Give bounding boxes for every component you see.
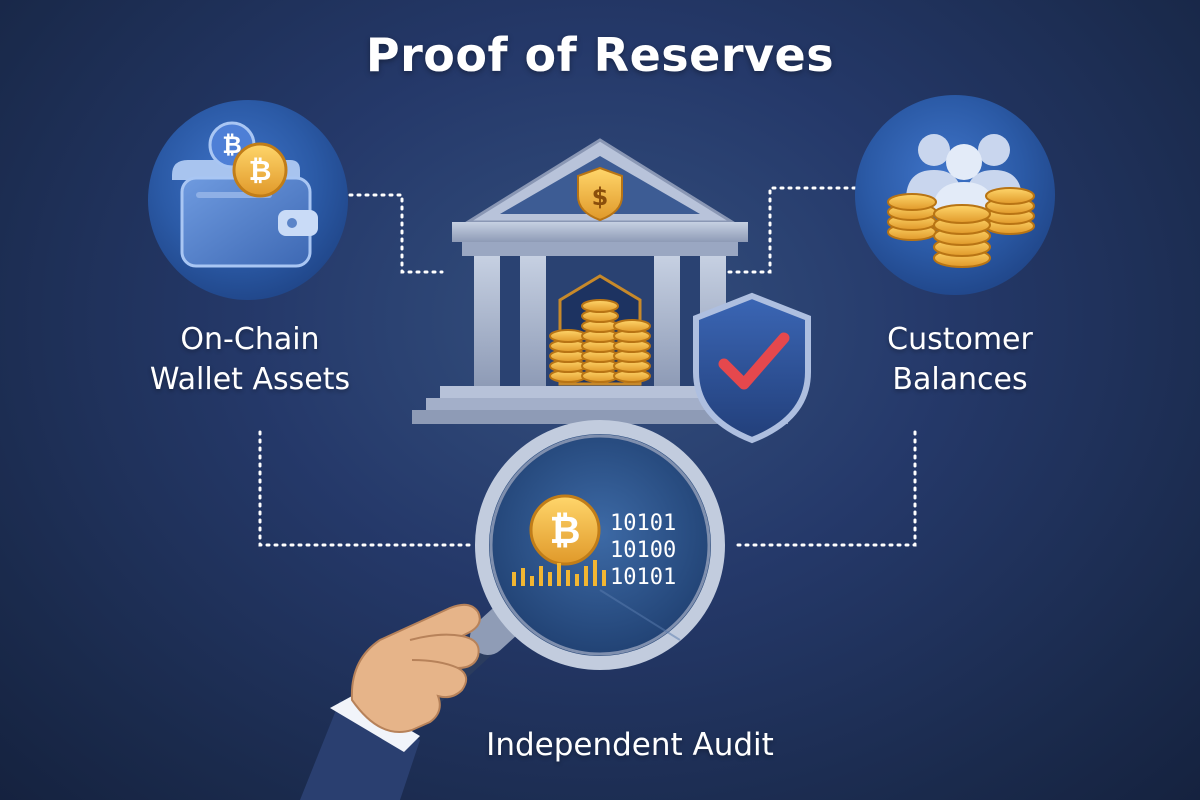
bitcoin-gold-coin-icon: ₿	[232, 142, 288, 198]
label-line: Wallet Assets	[149, 362, 351, 397]
bitcoin-symbol: ₿	[222, 131, 242, 159]
bitcoin-symbol: ₿	[550, 508, 581, 552]
bar-chart-icon	[512, 560, 606, 586]
independent-audit-label: Independent Audit	[486, 727, 774, 763]
connector-right-top	[726, 186, 857, 274]
binary-line-2: 10100	[610, 538, 676, 563]
connector-lines	[258, 186, 917, 547]
customers-node	[855, 95, 1055, 295]
page-title: Proof of Reserves	[365, 28, 835, 82]
binary-line-3: 10101	[610, 565, 676, 590]
customer-balances-label: Customer Balances	[830, 320, 1090, 400]
currency-shield-icon: $	[577, 166, 623, 222]
hand-icon	[300, 603, 481, 800]
binary-line-1: 10101	[610, 511, 676, 536]
label-line: On-Chain	[180, 322, 320, 357]
coin-stacks-icon	[887, 187, 1035, 268]
on-chain-wallet-assets-label: On-Chain Wallet Assets	[120, 320, 380, 400]
bitcoin-symbol: ₿	[249, 154, 272, 187]
binary-data: 10101 10100 10101	[610, 511, 676, 590]
shield-check-icon	[693, 292, 811, 444]
connector-left-bottom	[258, 430, 472, 547]
currency-symbol: $	[592, 183, 609, 211]
label-line: Balances	[892, 362, 1028, 397]
connector-left-top	[340, 193, 444, 274]
magnifier-icon: ₿ 10101 10100 10101	[417, 420, 725, 705]
vault-coin-stacks	[549, 299, 651, 383]
wallet-node: ₿ ₿	[148, 100, 348, 300]
label-line: Customer	[887, 322, 1033, 357]
lens-bitcoin-icon: ₿	[529, 494, 601, 566]
connector-right-bottom	[733, 430, 917, 547]
bank-vault-icon: $	[412, 138, 788, 424]
